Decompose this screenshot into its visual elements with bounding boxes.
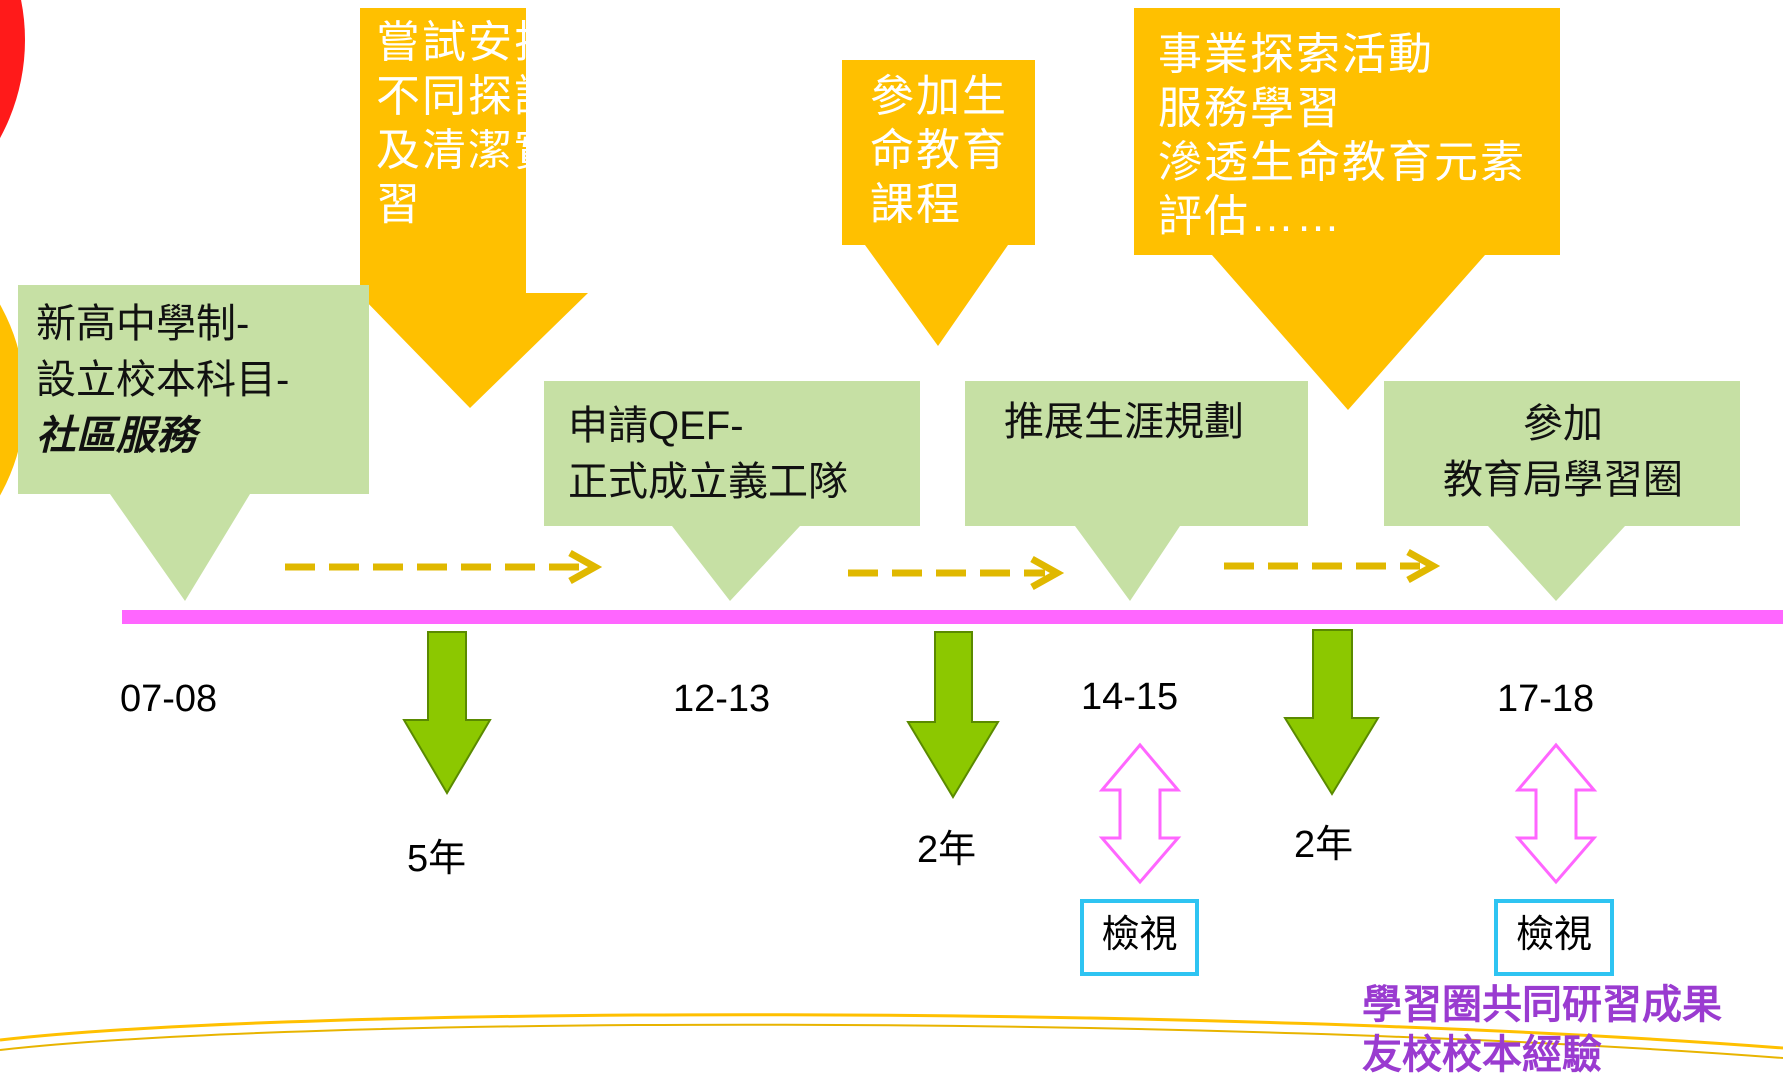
year-label: 12-13 [673,678,771,720]
footnote-line: 學習圈共同研習成果 [1362,983,1722,1027]
year-label: 14-15 [1081,676,1179,718]
note-line: 不同探訪 [376,72,560,121]
note-line: 課程 [870,180,962,229]
year-label: 07-08 [120,678,218,720]
note-text-3: 事業探索活動 服務學習 滲透生命教育元素 評估…… [1158,28,1526,244]
note-line: 滲透生命教育元素 [1158,138,1526,187]
milestone-text-3: 推展生涯規劃 [1004,394,1244,450]
milestone-line: 正式成立義工隊 [568,460,848,504]
milestone-text-4: 參加 教育局學習圈 [1413,396,1713,508]
milestone-line: 參加 [1523,402,1603,446]
note-line: 參加生 [870,72,1008,121]
milestone-line: 教育局學習圈 [1443,458,1683,502]
interval-arrow-3 [1283,629,1380,796]
note-line: 命教育 [870,126,1008,175]
review-double-arrow-1 [1098,742,1182,885]
decor-red-circle [0,0,25,138]
note-text-1: 嘗試安排 不同探訪 及清潔實 習 [376,16,560,232]
note-text-2: 參加生 命教育 課程 [870,70,1008,232]
footnote: 學習圈共同研習成果 友校校本經驗 [1362,980,1722,1080]
note-line: 服務學習 [1158,84,1342,133]
milestone-line-emphasis: 社區服務 [36,414,196,458]
note-line: 嘗試安排 [376,18,560,67]
note-callout-1 [358,8,588,408]
note-line: 事業探索活動 [1158,30,1434,79]
milestone-callout-2 [544,381,920,601]
dashed-arrowhead-1 [568,549,603,585]
review-box: 檢視 [1080,899,1199,976]
milestone-callout-4 [1384,381,1740,601]
footnote-line: 友校校本經驗 [1362,1033,1602,1077]
interval-arrow-2 [906,631,1000,799]
review-double-arrow-2 [1514,742,1598,885]
timeline-bar [122,610,1783,624]
gap-label: 2年 [917,829,977,871]
interval-arrow-1 [402,631,492,795]
note-callout-3 [1134,8,1560,410]
note-callout-2 [842,60,1035,346]
dashed-arrowhead-2 [1030,555,1065,591]
milestone-line: 新高中學制- [36,302,250,346]
dashed-arrowhead-3 [1406,548,1441,584]
milestone-callout-3 [965,381,1308,601]
milestone-callout-1 [18,285,369,601]
note-line: 習 [376,180,422,229]
milestone-line: 申請QEF- [568,404,744,448]
milestone-line: 推展生涯規劃 [1004,400,1244,444]
milestone-line: 設立校本科目- [36,358,290,402]
gap-label: 2年 [1294,824,1354,866]
review-box: 檢視 [1494,899,1614,976]
note-line: 評估…… [1158,192,1342,241]
note-line: 及清潔實 [376,126,560,175]
decor-swoosh [0,1013,1783,1050]
decor-swoosh-inner [0,1023,1783,1059]
milestone-text-2: 申請QEF- 正式成立義工隊 [568,398,848,510]
gap-label: 5年 [407,838,467,880]
milestone-text-1: 新高中學制- 設立校本科目- 社區服務 [36,296,289,464]
year-label: 17-18 [1497,678,1595,720]
